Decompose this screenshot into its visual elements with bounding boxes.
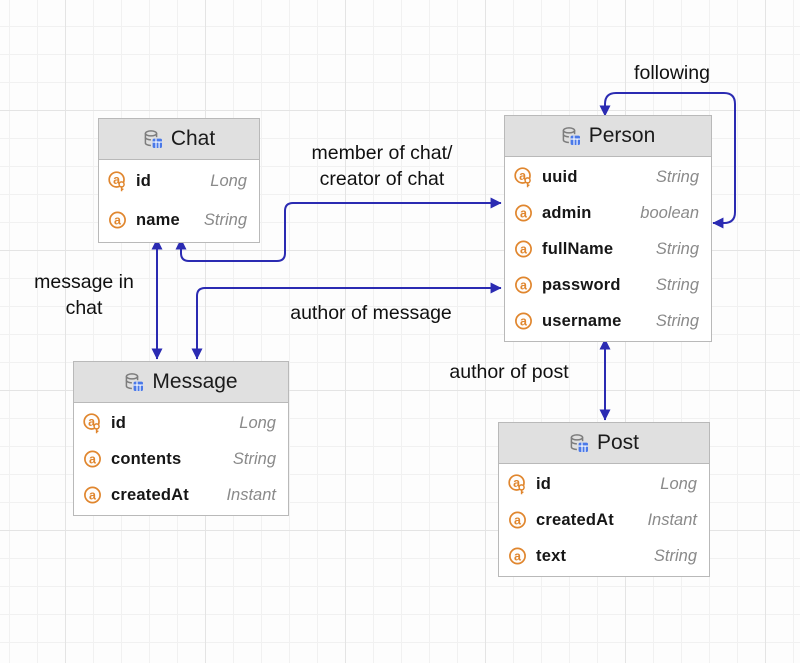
field-name: password [542,275,621,294]
edge-label-following: following [634,62,710,84]
field-type: String [655,167,699,186]
primary-key-attribute-icon [508,474,527,495]
database-table-icon [124,372,144,392]
entity-title: Chat [170,127,216,150]
field-name: id [136,172,152,190]
field-type: String [203,211,247,229]
edge-label-author-of-message: author of message [290,302,452,324]
field-row[interactable]: username String [505,303,711,339]
primary-key-attribute-icon [514,167,533,188]
primary-key-attribute-icon [83,413,102,434]
attribute-icon [514,311,533,332]
field-name: text [536,546,567,565]
field-name: fullName [542,239,614,258]
edge-following[interactable] [599,92,736,229]
edge-label-author-of-post: author of post [449,361,569,383]
entity-title: Message [152,370,238,393]
field-row[interactable]: createdAt Instant [499,502,709,538]
field-type: boolean [640,203,699,222]
field-type: Long [210,172,247,190]
field-type: String [655,311,699,330]
field-name: id [111,413,127,432]
field-type: Long [239,413,276,432]
entity-chat[interactable]: Chat id Long name String [98,118,260,243]
field-row[interactable]: id Long [74,405,288,441]
database-table-icon [143,129,163,149]
database-table-icon [569,433,589,453]
field-name: uuid [542,167,578,186]
attribute-icon [514,203,533,224]
entity-person[interactable]: Person uuid String admin boolean fullNam… [504,115,712,342]
field-type: String [232,449,276,468]
field-row[interactable]: name String [99,201,259,240]
field-name: createdAt [536,510,614,529]
primary-key-attribute-icon [108,171,127,192]
attribute-icon [108,210,127,231]
edge-label-member-of-chat: member of chat/ creator of chat [311,142,453,190]
database-table-icon [561,126,581,146]
field-type: Long [660,474,697,493]
entity-title: Person [588,124,656,147]
attribute-icon [514,239,533,260]
entity-post[interactable]: Post id Long createdAt Instant text Stri… [498,422,710,577]
field-row[interactable]: admin boolean [505,195,711,231]
field-row[interactable]: uuid String [505,159,711,195]
attribute-icon [83,485,102,506]
edge-author-of-message[interactable] [191,282,502,360]
entity-message-header[interactable]: Message [74,362,288,403]
field-row[interactable]: password String [505,267,711,303]
field-row[interactable]: fullName String [505,231,711,267]
attribute-icon [508,510,527,531]
field-name: name [136,211,180,229]
field-name: contents [111,449,182,468]
attribute-icon [508,546,527,567]
entity-message[interactable]: Message id Long contents String createdA… [73,361,289,516]
field-row[interactable]: id Long [99,162,259,201]
field-row[interactable]: id Long [499,466,709,502]
field-name: username [542,311,622,330]
edge-member-of-chat[interactable] [175,197,502,262]
edge-label-message-in-chat: message in chat [34,271,134,319]
field-row[interactable]: contents String [74,441,288,477]
entity-post-header[interactable]: Post [499,423,709,464]
field-type: Instant [226,485,276,504]
field-name: id [536,474,552,493]
field-name: admin [542,203,592,222]
entity-title: Post [596,431,640,454]
field-type: Instant [647,510,697,529]
attribute-icon [514,275,533,296]
field-type: String [655,275,699,294]
entity-person-header[interactable]: Person [505,116,711,157]
field-row[interactable]: createdAt Instant [74,477,288,513]
entity-chat-header[interactable]: Chat [99,119,259,160]
field-row[interactable]: text String [499,538,709,574]
field-type: String [653,546,697,565]
field-type: String [655,239,699,258]
attribute-icon [83,449,102,470]
field-name: createdAt [111,485,189,504]
